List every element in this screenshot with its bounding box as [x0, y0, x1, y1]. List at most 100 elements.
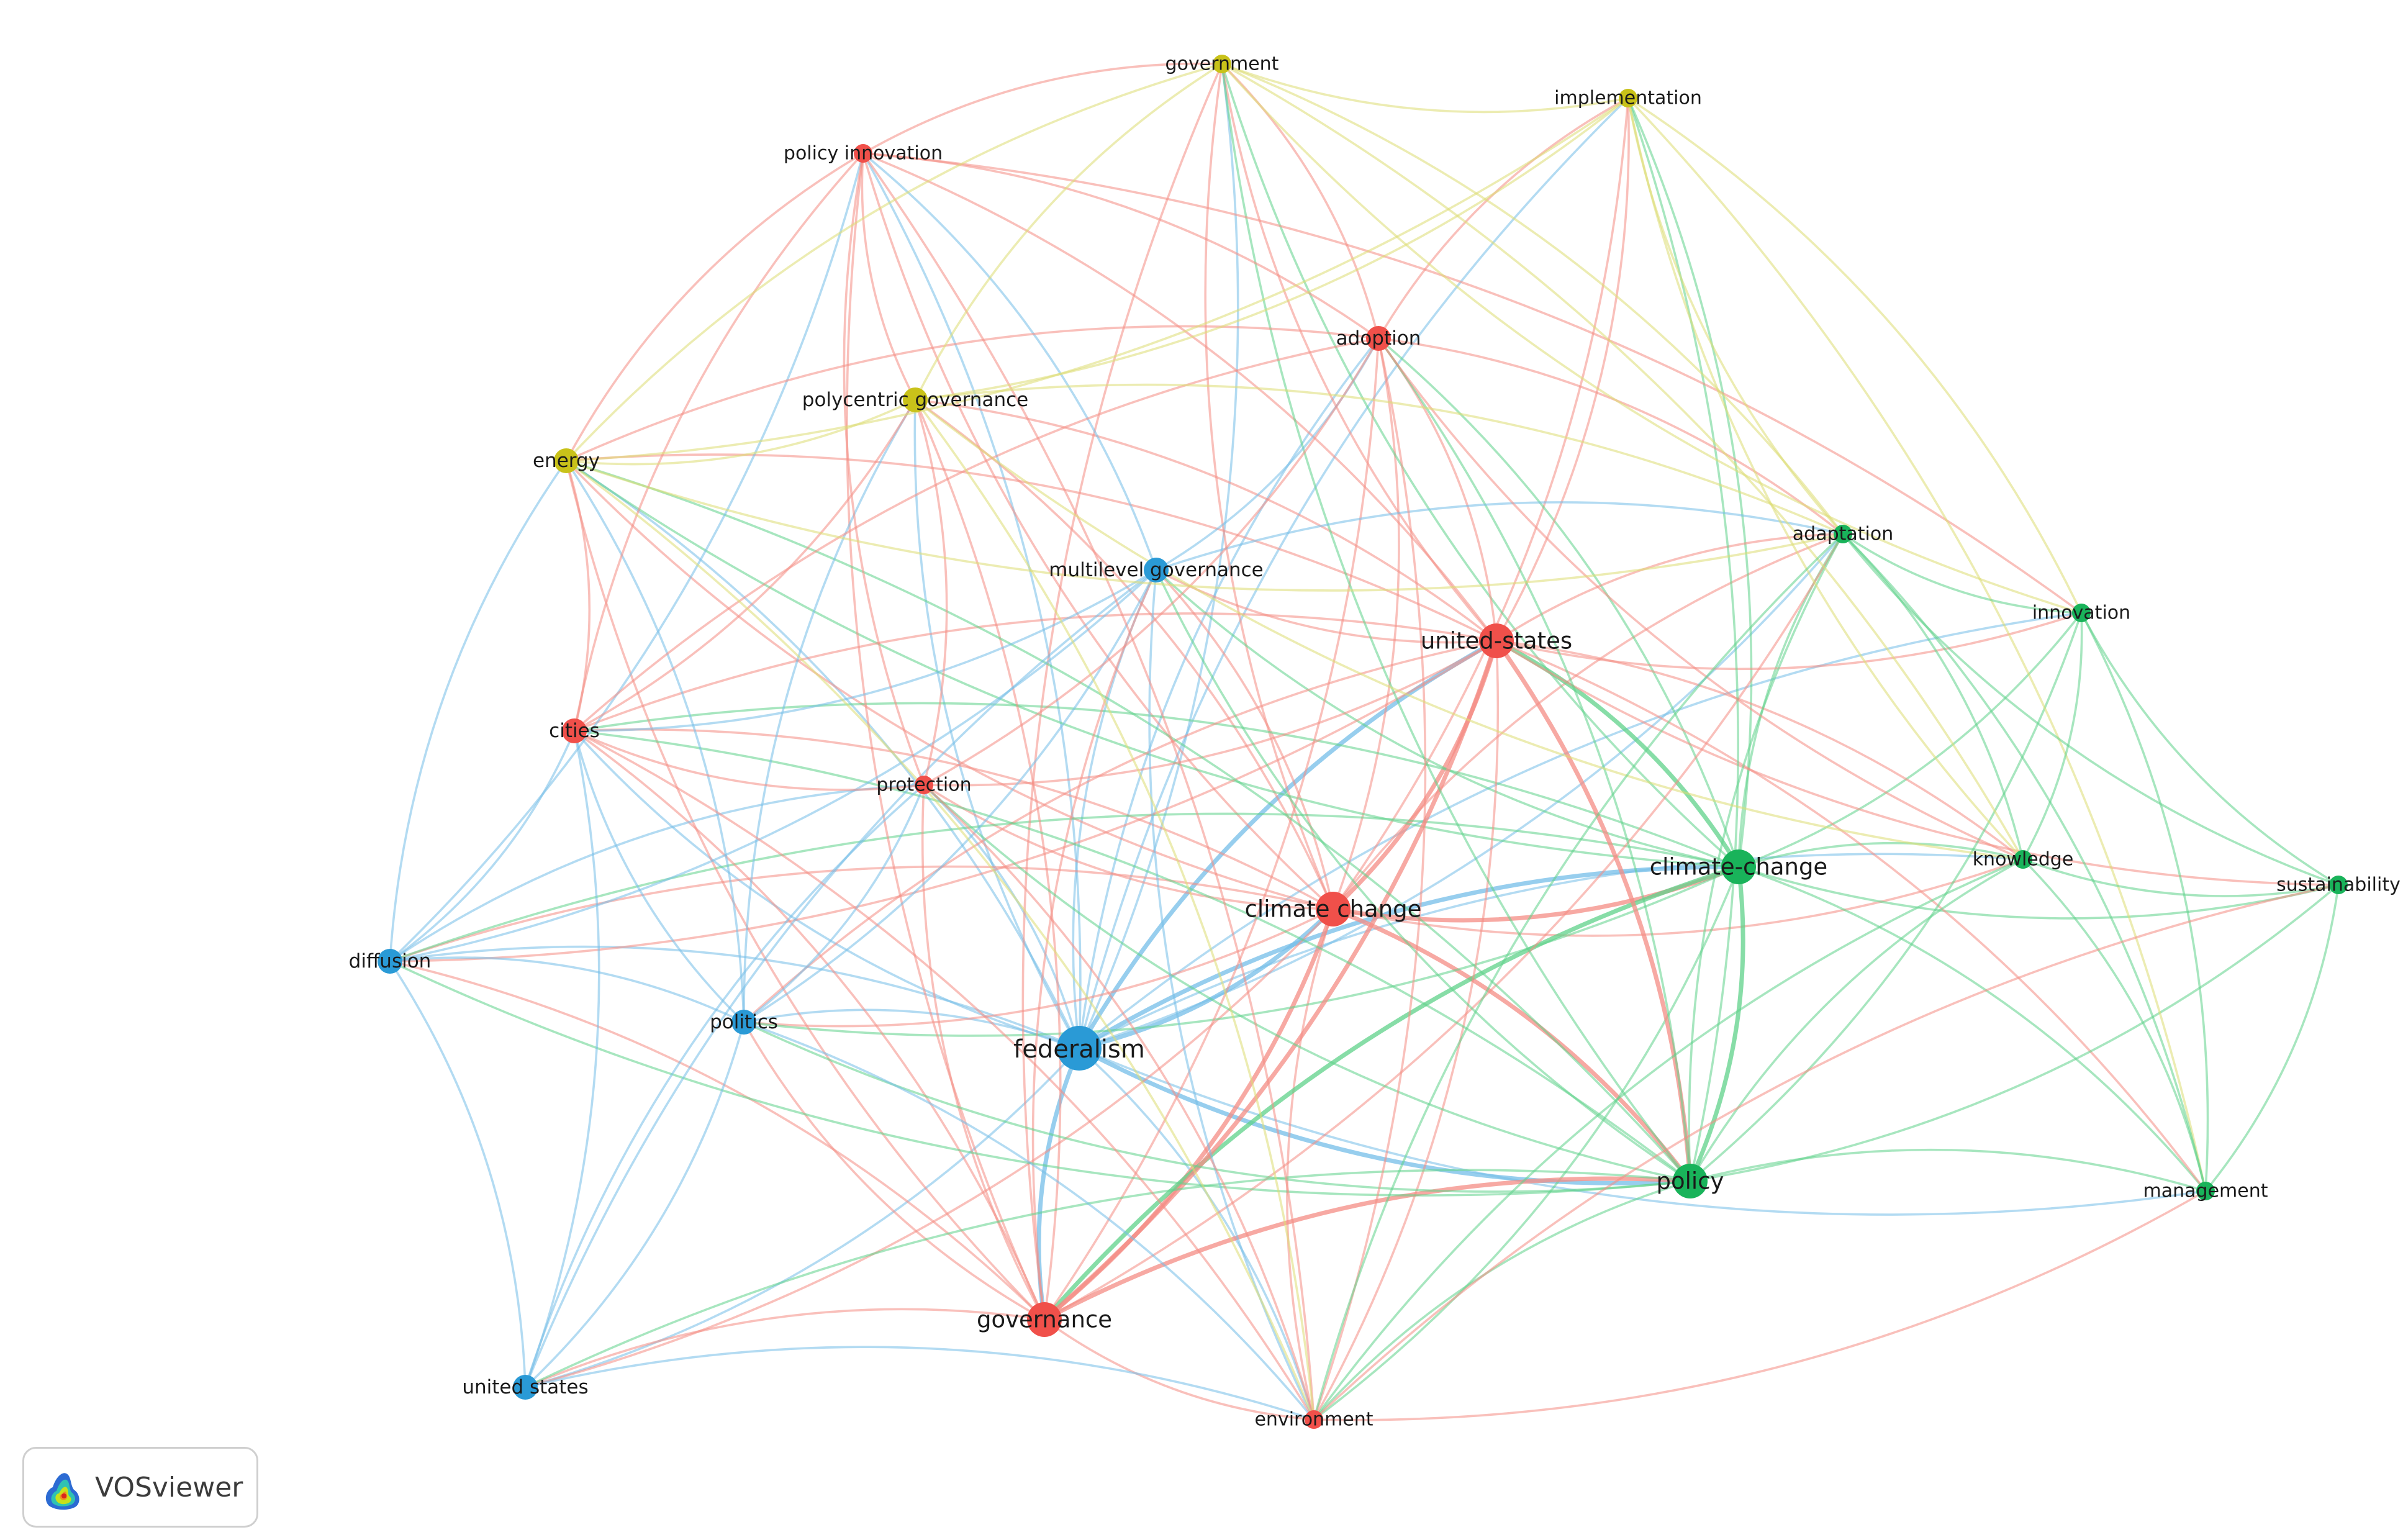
- edge-polycentric-governance--knowledge: [914, 399, 2024, 861]
- node-cities[interactable]: [562, 718, 587, 743]
- edge-policy-innovation--polycentric-governance: [861, 152, 916, 401]
- edge-governance--united-states: [524, 1308, 1046, 1388]
- node-label-innovation[interactable]: innovation: [2032, 602, 2130, 624]
- node-adaptation[interactable]: [1834, 525, 1852, 543]
- edge-governance--energy: [565, 460, 1046, 1321]
- node-management[interactable]: [2196, 1182, 2215, 1200]
- node-multilevel-governance[interactable]: [1144, 558, 1169, 582]
- node-governance[interactable]: [1027, 1302, 1062, 1337]
- edge-innovation--knowledge: [2022, 612, 2083, 861]
- edge-united-states--politics: [743, 640, 1498, 1023]
- edge-policy-innovation--energy: [565, 152, 864, 462]
- node-label-knowledge[interactable]: knowledge: [1973, 849, 2074, 871]
- edge-united-states--cities: [573, 612, 1498, 732]
- edge-knowledge--sustainability: [2022, 858, 2340, 897]
- node-label-protection[interactable]: protection: [876, 774, 971, 796]
- node-environment[interactable]: [1305, 1410, 1323, 1429]
- node-label-adoption[interactable]: adoption: [1336, 327, 1421, 350]
- node-label-adaptation[interactable]: adaptation: [1793, 523, 1893, 545]
- edge-cities--adoption: [573, 337, 1380, 732]
- edge-cities--policy-innovation: [573, 152, 864, 732]
- edge-multilevel-governance--politics: [743, 569, 1157, 1023]
- edge-multilevel-governance--diffusion: [389, 569, 1157, 962]
- edge-united-states--management: [1495, 640, 2207, 1192]
- node-united-states[interactable]: [1479, 623, 1514, 658]
- node-government[interactable]: [1213, 55, 1231, 73]
- node-label-management[interactable]: management: [2143, 1180, 2268, 1202]
- node-federalism[interactable]: [1057, 1026, 1102, 1071]
- node-label-implementation[interactable]: implementation: [1554, 88, 1702, 109]
- edge-united-states--energy: [565, 453, 1498, 642]
- edge-multilevel-governance--cities: [573, 569, 1157, 732]
- node-label-climate-change[interactable]: climate-change: [1650, 854, 1827, 881]
- node-diffusion[interactable]: [378, 949, 402, 974]
- node-label-sustainability[interactable]: sustainability: [2276, 874, 2401, 896]
- edge-energy--implementation: [565, 97, 1629, 462]
- edge-policy--implementation: [1627, 97, 1739, 1182]
- edge-energy--government: [565, 63, 1223, 462]
- edges-layer: [389, 62, 2340, 1421]
- node-energy[interactable]: [554, 448, 579, 473]
- node-label-climate-change[interactable]: climate change: [1245, 896, 1422, 923]
- edge-politics--energy: [565, 460, 745, 1023]
- node-innovation[interactable]: [2072, 604, 2091, 622]
- edge-climate-change--environment: [1286, 908, 1334, 1421]
- node-climate-change[interactable]: [1316, 892, 1351, 926]
- edge-policy-innovation--government: [862, 62, 1223, 155]
- node-label-polycentric-governance[interactable]: polycentric governance: [802, 389, 1028, 411]
- node-adoption[interactable]: [1366, 326, 1391, 351]
- edge-governance--adaptation: [1043, 533, 1844, 1321]
- edge-federalism--environment: [1078, 1047, 1315, 1421]
- node-label-government[interactable]: government: [1165, 53, 1279, 75]
- node-protection[interactable]: [915, 776, 933, 794]
- node-policy[interactable]: [1673, 1164, 1708, 1198]
- edge-policy--management: [1689, 1148, 2207, 1192]
- node-label-environment[interactable]: environment: [1254, 1409, 1373, 1431]
- node-label-federalism[interactable]: federalism: [1013, 1035, 1145, 1064]
- node-implementation[interactable]: [1619, 89, 1637, 107]
- edge-adoption--adaptation: [1377, 337, 1844, 535]
- edge-knowledge--environment: [1313, 858, 2024, 1421]
- edge-policy--adaptation: [1688, 533, 1844, 1182]
- node-label-multilevel-governance[interactable]: multilevel governance: [1049, 559, 1263, 581]
- edge-diffusion--energy: [389, 460, 568, 962]
- node-knowledge[interactable]: [2014, 850, 2032, 869]
- edge-policy--knowledge: [1689, 858, 2024, 1182]
- edge-climate-change--diffusion: [389, 865, 1334, 962]
- edge-policy--adoption: [1377, 337, 1691, 1182]
- edge-knowledge--management: [2022, 858, 2207, 1192]
- edge-climate-change--governance: [1042, 864, 1741, 1322]
- edge-climate-change--management: [1737, 866, 2207, 1192]
- node-label-policy[interactable]: policy: [1657, 1168, 1724, 1195]
- edge-implementation--innovation: [1627, 97, 2083, 614]
- node-polycentric-governance[interactable]: [903, 387, 928, 412]
- node-united-states[interactable]: [513, 1375, 538, 1400]
- edge-climate-change--government: [1204, 63, 1334, 910]
- node-label-united-states[interactable]: united-states: [1421, 628, 1572, 654]
- node-label-politics[interactable]: politics: [710, 1011, 778, 1033]
- node-climate-change[interactable]: [1721, 849, 1756, 884]
- node-label-governance[interactable]: governance: [977, 1307, 1112, 1333]
- edge-climate-change--diffusion: [389, 812, 1740, 962]
- edge-governance--government: [1021, 63, 1223, 1321]
- edge-protection--environment: [923, 784, 1315, 1421]
- node-label-energy[interactable]: energy: [533, 450, 600, 472]
- node-label-united-states[interactable]: united states: [462, 1376, 588, 1398]
- edge-multilevel-governance--adoption: [1155, 337, 1380, 571]
- node-politics[interactable]: [731, 1010, 756, 1035]
- edge-governance--diffusion: [389, 960, 1046, 1321]
- node-policy-innovation[interactable]: [854, 144, 872, 163]
- node-sustainability[interactable]: [2329, 876, 2348, 894]
- edge-climate-change--implementation: [1332, 97, 1629, 910]
- edge-implementation--knowledge: [1627, 97, 2024, 861]
- edge-federalism--polycentric-governance: [913, 399, 1080, 1049]
- edge-governance--politics: [743, 1021, 1046, 1321]
- edge-implementation--management: [1627, 97, 2207, 1192]
- edge-protection--polycentric-governance: [914, 399, 948, 786]
- edge-policy--innovation: [1689, 612, 2083, 1182]
- edge-adoption--knowledge: [1377, 337, 2024, 861]
- node-label-cities[interactable]: cities: [549, 720, 600, 742]
- edge-united-states--innovation: [1495, 612, 2083, 671]
- node-label-policy-innovation[interactable]: policy innovation: [784, 143, 943, 165]
- node-label-diffusion[interactable]: diffusion: [349, 950, 432, 972]
